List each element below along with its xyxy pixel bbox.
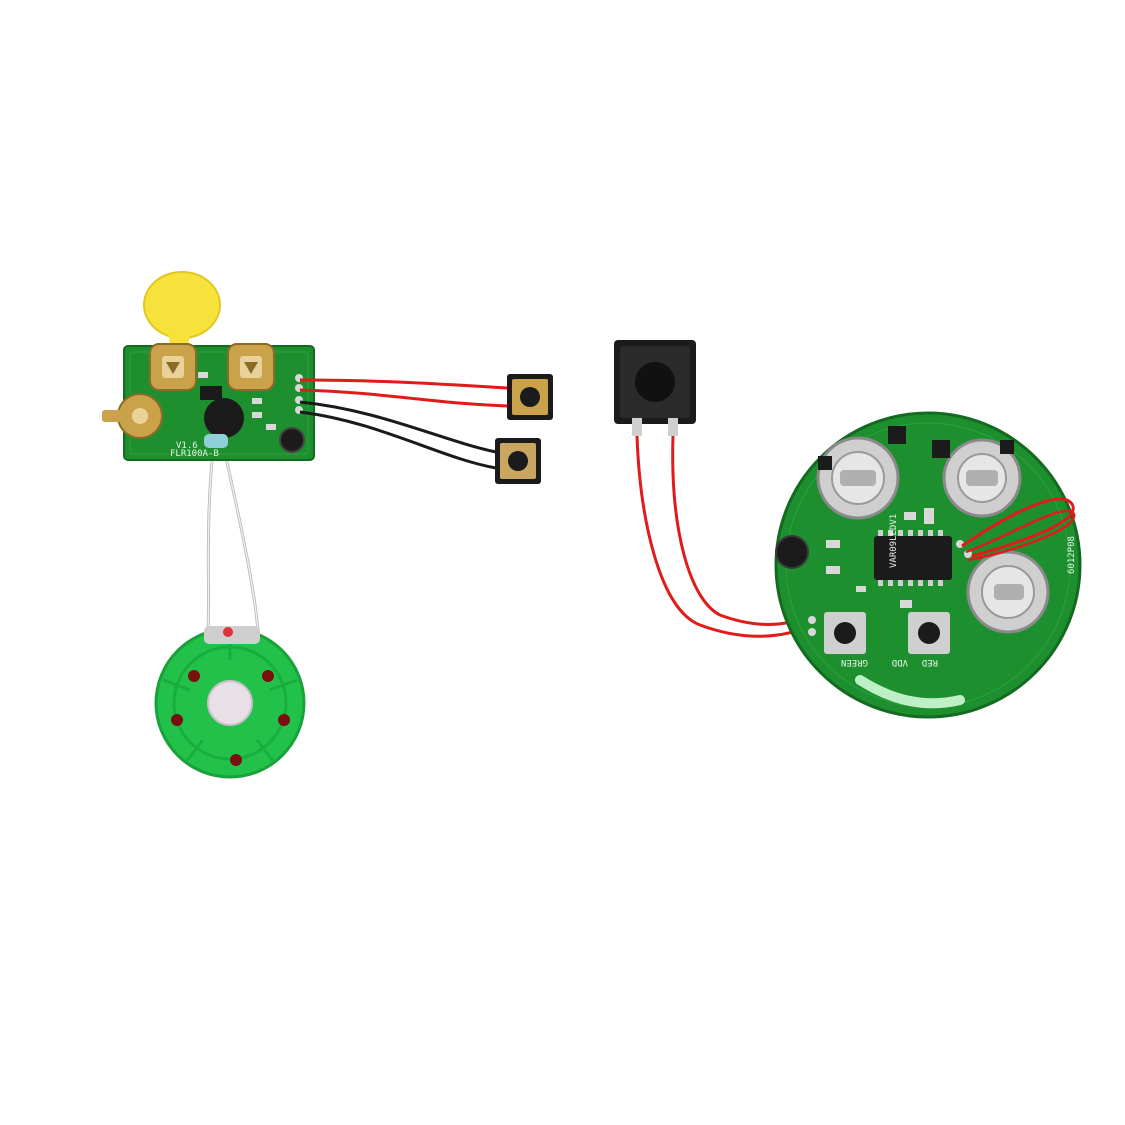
left-sound-module: V1.6 FLR100A-B xyxy=(102,271,553,779)
onboard-button xyxy=(908,612,950,654)
battery-contact xyxy=(227,343,275,391)
board-version-label: V1.6 xyxy=(176,441,198,451)
speaker-wires xyxy=(206,439,260,633)
ic-chip xyxy=(874,536,952,580)
label-serial: 6012P08 xyxy=(1067,536,1077,574)
battery-holder xyxy=(966,550,1050,634)
tactile-switch xyxy=(495,438,541,484)
ic-chip xyxy=(204,398,244,438)
tactile-switch xyxy=(614,340,696,436)
battery-holder xyxy=(816,436,900,520)
board-model-label: FLR100A-B xyxy=(170,449,219,459)
ic-chip xyxy=(200,386,222,400)
microphone xyxy=(775,535,809,569)
battery-contact xyxy=(149,343,197,391)
label-vdd: VDD xyxy=(892,657,908,667)
onboard-button xyxy=(824,612,866,654)
wire-loop xyxy=(961,497,1076,562)
label-chip-code: VAR09LEDV1 xyxy=(889,514,899,568)
right-light-sound-module: GREEN VDD RED VAR09LEDV1 6012P08 xyxy=(614,340,1082,719)
battery-holder xyxy=(942,438,1022,518)
left-pcb-board: V1.6 FLR100A-B xyxy=(102,343,315,461)
label-red: RED xyxy=(922,657,938,667)
tactile-switch xyxy=(507,374,553,420)
label-green: GREEN xyxy=(841,657,868,667)
round-pcb-board: GREEN VDD RED VAR09LEDV1 6012P08 xyxy=(774,411,1082,719)
microphone xyxy=(279,427,305,453)
button-wires xyxy=(635,435,813,638)
battery-contact xyxy=(102,393,163,439)
button-wires xyxy=(299,378,509,470)
speaker xyxy=(154,626,306,779)
